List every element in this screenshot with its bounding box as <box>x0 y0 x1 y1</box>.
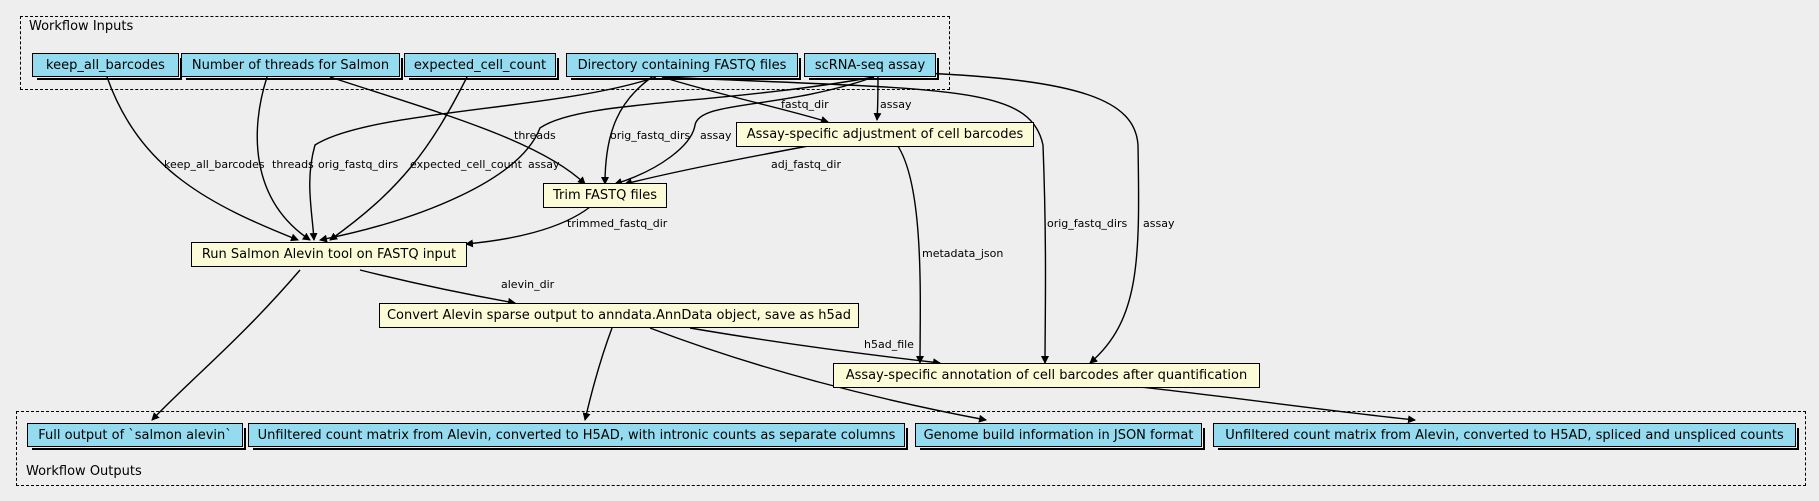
edge-label-trimmed-fastq-dir: trimmed_fastq_dir <box>567 217 668 230</box>
edge-label-keep-all-barcodes: keep_all_barcodes <box>164 158 265 171</box>
input-expected-cell-count[interactable]: expected_cell_count <box>404 53 559 80</box>
edge-label-orig-fastq-dirs-annotate: orig_fastq_dirs <box>1047 217 1128 230</box>
output-genome-build[interactable]: Genome build information in JSON format <box>915 423 1205 450</box>
edge-assay-trim <box>614 76 875 186</box>
edge-label-orig-fastq-dirs-trim: orig_fastq_dirs <box>610 129 691 142</box>
edge-fastq-dir-adjust <box>661 76 829 124</box>
step-assay-adjustment[interactable]: Assay-specific adjustment of cell barcod… <box>736 122 1034 147</box>
edge-label-assay-trim: assay <box>700 129 732 142</box>
input-fastq-dir[interactable]: Directory containing FASTQ files <box>566 53 801 80</box>
output-full-salmon-alevin[interactable]: Full output of `salmon alevin` <box>27 423 246 450</box>
edge-h5ad-file <box>689 327 941 367</box>
output-unfiltered-spliced[interactable]: Unfiltered count matrix from Alevin, con… <box>1213 423 1799 450</box>
edge-label-adj-fastq-dir: adj_fastq_dir <box>771 158 841 171</box>
edge-label-expected-cell-count: expected_cell_count <box>410 158 522 171</box>
edge-label-threads-trim: threads <box>514 129 556 142</box>
edge-orig-fastq-dirs-annotate <box>661 76 1050 364</box>
step-trim-fastq[interactable]: Trim FASTQ files <box>543 183 667 208</box>
edge-label-threads-salmon: threads <box>272 158 314 171</box>
edge-label-metadata-json: metadata_json <box>922 247 1004 260</box>
edge-orig-fastq-dirs-salmon <box>309 76 657 241</box>
input-threads[interactable]: Number of threads for Salmon <box>181 53 403 80</box>
workflow-outputs-label: Workflow Outputs <box>26 464 142 479</box>
edge-label-alevin-dir: alevin_dir <box>501 278 555 291</box>
edge-orig-fastq-dirs-trim <box>601 76 653 185</box>
workflow-inputs-cluster <box>20 16 950 90</box>
edge-label-assay-annotate: assay <box>1143 217 1175 230</box>
edge-convert-intronic <box>582 327 613 421</box>
step-convert-to-h5ad[interactable]: Convert Alevin sparse output to anndata.… <box>379 303 859 328</box>
edge-label-assay-adjust: assay <box>880 98 912 111</box>
edge-keep-all-barcodes-salmon <box>106 76 299 242</box>
edge-assay-salmon <box>319 76 875 243</box>
edge-alevin-dir <box>359 269 516 306</box>
edge-expected-cell-count-salmon <box>329 76 468 241</box>
edge-label-h5ad-file: h5ad_file <box>864 338 914 351</box>
input-keep-all-barcodes[interactable]: keep_all_barcodes <box>32 53 182 80</box>
edge-label-assay-salmon: assay <box>528 158 560 171</box>
edge-label-orig-fastq-dirs-salmon: orig_fastq_dirs <box>318 158 399 171</box>
edge-label-fastq-dir: fastq_dir <box>781 98 829 111</box>
edge-assay-annotate <box>921 72 1140 364</box>
input-assay[interactable]: scRNA-seq assay <box>804 53 939 80</box>
edge-annotate-spliced <box>1139 386 1416 424</box>
edge-salmon-full-output <box>151 269 301 421</box>
edge-assay-adjust <box>873 76 882 121</box>
output-unfiltered-intronic[interactable]: Unfiltered count matrix from Alevin, con… <box>248 423 908 450</box>
step-assay-annotation[interactable]: Assay-specific annotation of cell barcod… <box>833 363 1260 388</box>
workflow-outputs-cluster <box>16 411 1806 486</box>
step-run-salmon-alevin[interactable]: Run Salmon Alevin tool on FASTQ input <box>191 242 467 267</box>
edge-metadata-json <box>894 141 925 364</box>
edge-trimmed-fastq-dir <box>465 206 591 248</box>
edge-threads-salmon <box>256 76 311 241</box>
workflow-inputs-label: Workflow Inputs <box>29 19 134 34</box>
